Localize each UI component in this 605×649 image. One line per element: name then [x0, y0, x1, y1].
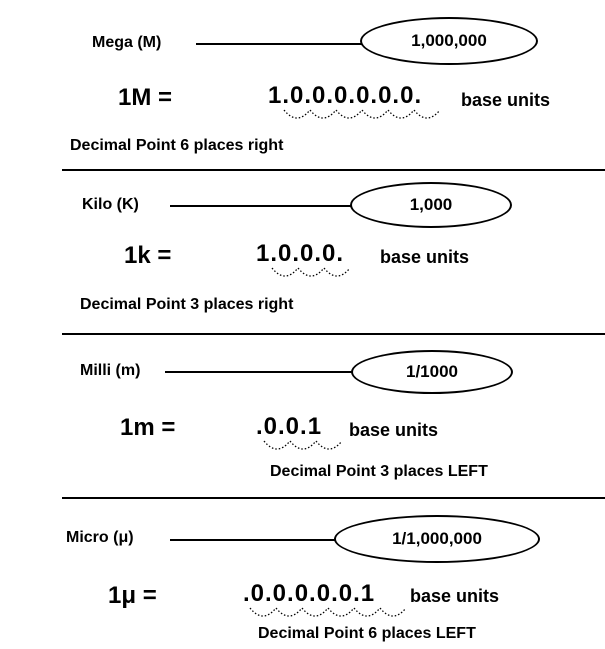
- section-mega: Mega (M) 1,000,000 1M = 1.0.0.0.0.0.0. b…: [0, 0, 605, 170]
- units-text: base units: [410, 586, 500, 606]
- decimal-hops: [283, 109, 441, 119]
- units-text: base units: [349, 420, 439, 440]
- value-oval: 1,000,000: [360, 17, 538, 65]
- decimal-hops: [263, 440, 343, 450]
- note-text: Decimal Point 6 places LEFT: [258, 625, 476, 642]
- decimal-hop-arc: [379, 607, 407, 617]
- prefix-label: Micro (μ): [66, 529, 134, 546]
- divider: [62, 169, 605, 171]
- note-text: Decimal Point 6 places right: [70, 137, 284, 154]
- decimal-hops: [271, 267, 351, 277]
- decimal-digits: 1.0.0.0.0.0.0.: [268, 82, 423, 109]
- decimal-hop-arc: [275, 607, 303, 617]
- equation: 1M =: [118, 84, 173, 111]
- note-text: Decimal Point 3 places LEFT: [270, 463, 488, 480]
- decimal-hops: [249, 607, 407, 617]
- decimal-hop-arc: [413, 109, 441, 119]
- section-kilo: Kilo (K) 1,000 1k = 1.0.0.0. base units …: [0, 170, 605, 335]
- prefix-label: Kilo (K): [82, 196, 139, 213]
- value-text: 1/1000: [406, 362, 458, 381]
- decimal-digits: .0.0.0.0.0.1: [243, 580, 376, 607]
- value-oval: 1/1,000,000: [334, 515, 540, 563]
- decimal-hop-arc: [263, 440, 291, 450]
- decimal-hop-arc: [249, 607, 277, 617]
- decimal-hop-arc: [353, 607, 381, 617]
- decimal-hop-arc: [327, 607, 355, 617]
- value-oval: 1/1000: [351, 350, 513, 394]
- decimal-hop-arc: [387, 109, 415, 119]
- units-text: base units: [461, 90, 551, 110]
- decimal-hop-arc: [283, 109, 311, 119]
- decimal-hop-arc: [309, 109, 337, 119]
- value-text: 1/1,000,000: [392, 529, 482, 548]
- decimal-hop-arc: [323, 267, 351, 277]
- decimal-hop-arc: [289, 440, 317, 450]
- decimal-hop-arc: [297, 267, 325, 277]
- decimal-hop-arc: [315, 440, 343, 450]
- leader-line: [170, 205, 354, 207]
- decimal-hop-arc: [271, 267, 299, 277]
- decimal-digits: 1.0.0.0.: [256, 240, 345, 267]
- value-text: 1,000,000: [411, 31, 487, 50]
- leader-line: [165, 371, 355, 373]
- note-text: Decimal Point 3 places right: [80, 296, 294, 313]
- equation: 1k =: [124, 242, 172, 269]
- section-micro: Micro (μ) 1/1,000,000 1μ = .0.0.0.0.0.1 …: [0, 498, 605, 649]
- decimal-hop-arc: [361, 109, 389, 119]
- decimal-digits: .0.0.1: [256, 413, 323, 440]
- section-milli: Milli (m) 1/1000 1m = .0.0.1 base units …: [0, 334, 605, 497]
- decimal-hop-arc: [301, 607, 329, 617]
- divider: [62, 497, 605, 499]
- divider: [62, 333, 605, 335]
- prefix-label: Mega (M): [92, 34, 162, 51]
- units-text: base units: [380, 247, 470, 267]
- value-text: 1,000: [409, 195, 453, 214]
- equation: 1m =: [120, 414, 176, 441]
- leader-line: [170, 539, 338, 541]
- prefix-label: Milli (m): [80, 362, 141, 379]
- leader-line: [196, 43, 364, 45]
- decimal-hop-arc: [335, 109, 363, 119]
- value-oval: 1,000: [350, 182, 512, 228]
- equation: 1μ =: [108, 582, 157, 609]
